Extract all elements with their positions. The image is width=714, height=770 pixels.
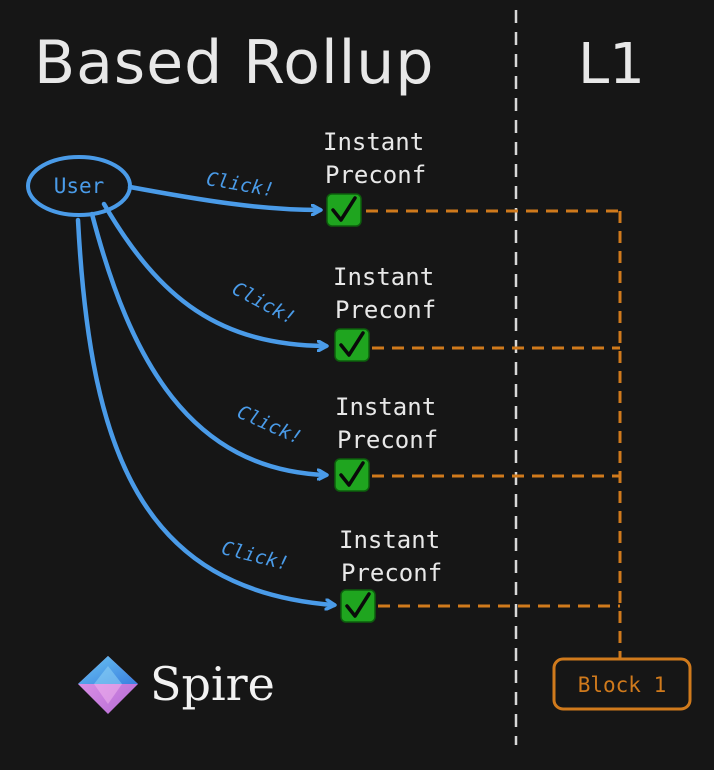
- preconf-1-line2: Preconf: [325, 161, 426, 189]
- check-icon: [340, 589, 376, 623]
- preconf-2-line1: Instant: [333, 263, 434, 291]
- preconf-4-line2: Preconf: [341, 559, 442, 587]
- click-label-3: Click!: [234, 401, 306, 449]
- diagram-title: Based Rollup: [34, 28, 434, 98]
- block-1-box: Block 1: [552, 657, 692, 711]
- spire-logo-icon: [78, 656, 138, 714]
- user-arrows: [75, 184, 334, 605]
- preconf-2-line2: Preconf: [335, 296, 436, 324]
- check-icon: [334, 328, 370, 362]
- logo-text: Spire: [150, 657, 275, 711]
- preconf-4-line1: Instant: [339, 526, 440, 554]
- arrow-3: [89, 211, 326, 475]
- l1-connectors: [366, 209, 622, 658]
- preconf-3-line1: Instant: [335, 393, 436, 421]
- preconf-4: Instant Preconf: [339, 526, 442, 623]
- block-label: Block 1: [578, 673, 667, 697]
- preconf-3-line2: Preconf: [337, 426, 438, 454]
- click-label-2: Click!: [228, 278, 299, 330]
- preconf-3: Instant Preconf: [334, 393, 438, 492]
- preconf-1: Instant Preconf: [323, 128, 426, 227]
- arrow-4: [75, 217, 334, 605]
- arrow-1: [127, 184, 320, 210]
- check-icon: [334, 458, 370, 492]
- user-label: User: [54, 174, 105, 198]
- check-icon: [326, 193, 362, 227]
- click-label-4: Click!: [219, 537, 291, 575]
- preconf-1-line1: Instant: [323, 128, 424, 156]
- l1-label: L1: [578, 32, 645, 97]
- user-node: User: [26, 155, 132, 217]
- spire-logo: Spire: [78, 656, 275, 714]
- arrow-2: [101, 201, 326, 346]
- preconf-2: Instant Preconf: [333, 263, 436, 362]
- click-label-1: Click!: [205, 168, 276, 202]
